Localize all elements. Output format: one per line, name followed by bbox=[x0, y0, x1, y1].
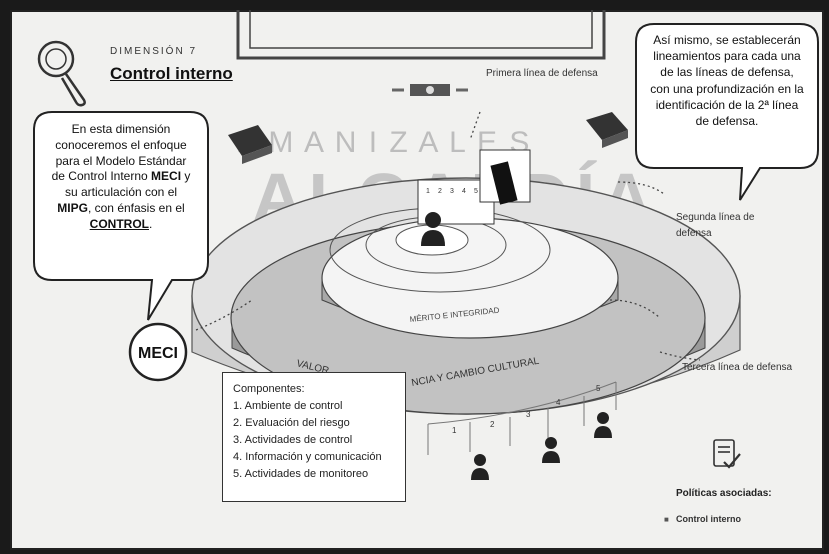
tower-number: 3 bbox=[450, 188, 454, 195]
svg-text:MECI: MECI bbox=[138, 345, 178, 362]
book-icon-left bbox=[228, 125, 272, 164]
dimension-label: DIMENSIÓN 7 bbox=[110, 46, 198, 57]
person-icon-wall-3 bbox=[594, 412, 612, 438]
left-bubble-line: para el Modelo Estándar bbox=[55, 153, 187, 168]
book-icon-right bbox=[586, 112, 628, 148]
person-icon-wall-2 bbox=[542, 437, 560, 463]
left-bubble-line: CONTROL. bbox=[89, 216, 153, 231]
right-bubble-line: con una profundización en la bbox=[650, 81, 804, 96]
right-bubble-line: identificación de la 2ª línea bbox=[655, 97, 799, 112]
wall-number: 3 bbox=[526, 410, 531, 419]
left-bubble-line: En esta dimensión bbox=[71, 122, 171, 136]
left-bubble-line: conoceremos el enfoque bbox=[55, 137, 187, 152]
left-speech-bubble bbox=[33, 111, 209, 321]
tower-block bbox=[417, 149, 531, 225]
component-item: 3. Actividades de control bbox=[233, 434, 353, 446]
wall-segments bbox=[427, 381, 617, 455]
platform bbox=[191, 177, 741, 415]
projector-frame bbox=[236, 10, 606, 60]
first-defense-label: Primera línea de defensa bbox=[486, 68, 598, 79]
integrity-disc bbox=[321, 217, 619, 339]
document-check-icon bbox=[713, 439, 741, 469]
projector-lens bbox=[392, 84, 468, 96]
left-bubble-line: de Control Interno MECI y bbox=[51, 169, 191, 184]
component-item: 1. Ambiente de control bbox=[233, 400, 343, 412]
left-bubble-text: En esta dimensión conoceremos el enfoque… bbox=[38, 122, 204, 233]
page-title: Control interno bbox=[110, 64, 233, 83]
wall-number: 1 bbox=[452, 426, 457, 435]
meci-circle: MECI bbox=[128, 322, 188, 382]
component-item: 4. Información y comunicación bbox=[233, 451, 382, 463]
right-bubble-line: de las líneas de defensa, bbox=[660, 65, 794, 80]
component-item: 2. Evaluación del riesgo bbox=[233, 417, 350, 429]
policies-title: Políticas asociadas: bbox=[676, 488, 772, 499]
right-bubble-line: de defensa. bbox=[695, 113, 759, 128]
components-title: Componentes: bbox=[233, 383, 305, 395]
second-defense-label-1: Segunda línea de bbox=[676, 212, 755, 223]
tower-number: 1 bbox=[426, 188, 430, 195]
right-bubble-text: Así mismo, se establecerán lineamientos … bbox=[638, 32, 816, 129]
right-bubble-line: lineamientos para cada una bbox=[653, 49, 801, 64]
person-icon-center bbox=[421, 212, 445, 246]
wall-number: 4 bbox=[556, 398, 561, 407]
magnifier-icon bbox=[37, 40, 86, 107]
right-speech-bubble bbox=[635, 23, 819, 201]
leader-lines bbox=[195, 111, 701, 361]
second-defense-label-2: defensa bbox=[676, 228, 712, 239]
components-box: Componentes: 1. Ambiente de control 2. E… bbox=[222, 372, 406, 502]
person-icon-wall-1 bbox=[471, 454, 489, 480]
tower-number: 5 bbox=[474, 188, 478, 195]
third-defense-label: Tercera línea de defensa bbox=[682, 362, 793, 373]
wall-number: 5 bbox=[596, 384, 601, 393]
policies-item: Control interno bbox=[676, 514, 741, 524]
tower-number: 2 bbox=[438, 188, 442, 195]
left-bubble-line: su articulación con el bbox=[64, 185, 178, 200]
policies-bullet: ■ bbox=[664, 515, 669, 524]
tower-number: 4 bbox=[462, 188, 466, 195]
component-item: 5. Actividades de monitoreo bbox=[233, 468, 369, 480]
wall-number: 2 bbox=[490, 420, 495, 429]
right-bubble-line: Así mismo, se establecerán bbox=[653, 33, 801, 47]
left-bubble-line: MIPG, con énfasis en el bbox=[57, 201, 185, 216]
